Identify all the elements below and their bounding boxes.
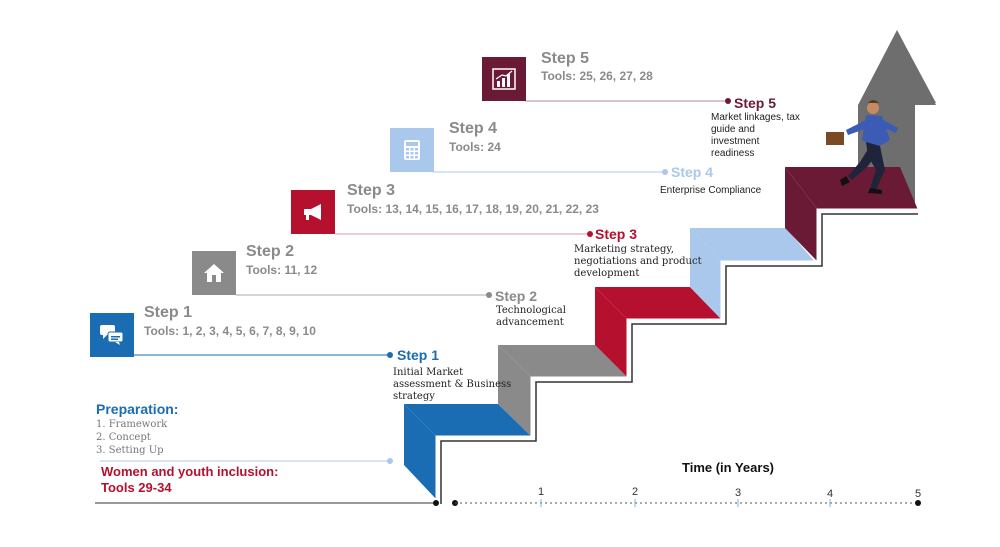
- connector-dot-step5: [725, 98, 731, 104]
- time-tick-label: 1: [538, 486, 545, 498]
- step1-label: Step 1: [397, 347, 440, 363]
- connector-dot-step1: [387, 352, 393, 358]
- stair-step4-riser: [690, 228, 722, 320]
- connector-dot-women: [387, 458, 393, 464]
- step5-desc: Market linkages, tax guide and investmen…: [711, 112, 800, 159]
- stair-step3-riser: [595, 287, 628, 378]
- step2-tools: Tools: 11, 12: [246, 263, 318, 277]
- time-tick-label: 4: [827, 488, 834, 500]
- preparation-title: Preparation:: [96, 401, 179, 417]
- step5-title: Step 5: [541, 50, 590, 67]
- step3-icon-box: [291, 190, 335, 234]
- businessman-figure: [826, 100, 898, 194]
- chat-bubbles-icon: [100, 325, 124, 345]
- step5-icon-box: [482, 57, 526, 101]
- preparation-item: 3. Setting Up: [96, 445, 164, 456]
- step4-title: Step 4: [449, 120, 498, 137]
- step3-label: Step 3: [595, 226, 638, 242]
- preparation-item: 2. Concept: [96, 432, 151, 443]
- step1-desc: Initial Market assessment & Business str…: [393, 367, 512, 402]
- preparation-list: 1. Framework 2. Concept 3. Setting Up: [96, 418, 167, 457]
- house-icon: [204, 264, 224, 282]
- stair-step4-top: [690, 228, 815, 262]
- time-tick-label: 3: [735, 487, 742, 499]
- step1-tools: Tools: 1, 2, 3, 4, 5, 6, 7, 8, 9, 10: [144, 324, 316, 338]
- stair-step3-top: [595, 287, 722, 320]
- stair-step5-riser: [785, 167, 818, 262]
- step2-title: Step 2: [246, 243, 295, 260]
- time-tick-label: 2: [632, 486, 639, 498]
- stair-step2-riser: [498, 345, 532, 437]
- time-axis-title: Time (in Years): [682, 460, 775, 475]
- step5-label: Step 5: [734, 95, 777, 111]
- connector-dot-step4: [662, 169, 668, 175]
- connector-dot-step3: [587, 231, 593, 237]
- step4-tools: Tools: 24: [449, 140, 501, 154]
- step3-title: Step 3: [347, 182, 396, 199]
- step3-desc: Marketing strategy, negotiations and pro…: [574, 244, 702, 279]
- step4-icon-box: [390, 128, 434, 172]
- preparation-item: 1. Framework: [96, 419, 168, 430]
- step4-desc: Enterprise Compliance: [660, 185, 762, 196]
- timeline-dot-end: [915, 500, 921, 506]
- step2-label: Step 2: [495, 288, 538, 304]
- step2-desc: Technological advancement: [496, 305, 566, 328]
- step1-title: Step 1: [144, 304, 193, 321]
- step2-icon-box: [192, 251, 236, 295]
- bar-chart-icon: [492, 68, 516, 90]
- step4-label: Step 4: [671, 164, 714, 180]
- timeline-dot-left: [433, 500, 439, 506]
- stair-step1-top: [404, 404, 532, 437]
- time-tick-label: 5: [915, 488, 922, 500]
- step3-tools: Tools: 13, 14, 15, 16, 17, 18, 19, 20, 2…: [347, 202, 599, 216]
- women-youth-inclusion: Women and youth inclusion: Tools 29-34: [101, 464, 279, 495]
- megaphone-icon: [304, 204, 321, 220]
- stair-outline: [435, 208, 918, 500]
- stair-step1-riser: [404, 404, 437, 500]
- stair-shadow: [440, 213, 918, 504]
- stair-step2-top: [498, 345, 628, 378]
- connector-dot-step2: [486, 292, 492, 298]
- step1-icon-box: [90, 313, 134, 357]
- stair-step5-top: [785, 167, 918, 210]
- growth-arrow-head: [862, 32, 936, 103]
- step5-tools: Tools: 25, 26, 27, 28: [541, 69, 653, 83]
- calculator-icon: [404, 140, 420, 160]
